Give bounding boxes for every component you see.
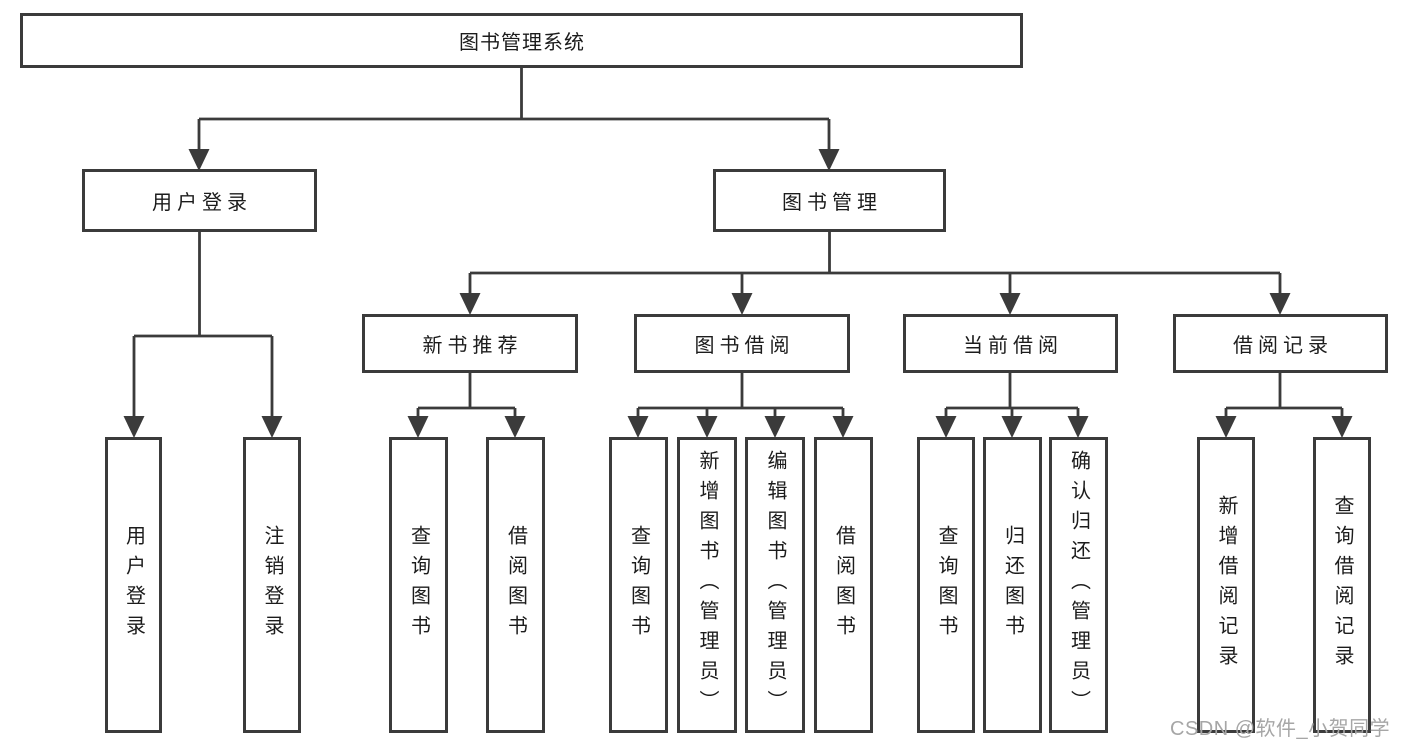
leaf-add-borrow-record: 新增借阅记录 [1197, 437, 1255, 733]
leaf-confirm-return-admin: 确认归还（管理员） [1049, 437, 1108, 733]
node-label: 用户登录 [152, 192, 252, 214]
node-label: 新增图书（管理员） [696, 450, 718, 720]
node-label: 用户登录 [122, 525, 145, 645]
node-label: 借阅记录 [1233, 335, 1333, 357]
node-label: 借阅图书 [832, 525, 855, 645]
leaf-query-books-borrowing: 查询图书 [609, 437, 668, 733]
node-label: 查询图书 [627, 525, 650, 645]
node-book-borrowing: 图书借阅 [634, 314, 850, 373]
leaf-query-books-current: 查询图书 [917, 437, 975, 733]
node-label: 新书推荐 [422, 335, 523, 357]
node-label: 注销登录 [261, 525, 283, 645]
leaf-borrow-books-recommend: 借阅图书 [486, 437, 545, 733]
leaf-add-books-admin: 新增图书（管理员） [677, 437, 737, 733]
node-label: 图书管理 [782, 192, 882, 214]
leaf-borrow-books: 借阅图书 [814, 437, 873, 733]
leaf-edit-books-admin: 编辑图书（管理员） [745, 437, 805, 733]
leaf-logout: 注销登录 [243, 437, 301, 733]
node-current-borrowing: 当前借阅 [903, 314, 1118, 373]
arrowheads [123, 149, 1353, 438]
node-label: 确认归还（管理员） [1067, 450, 1090, 720]
node-borrowing-records: 借阅记录 [1173, 314, 1388, 373]
leaf-query-books-recommend: 查询图书 [389, 437, 448, 733]
node-label: 编辑图书（管理员） [764, 450, 786, 720]
node-user-login: 用户登录 [82, 169, 317, 232]
node-library-management-system: 图书管理系统 [20, 13, 1023, 68]
node-label: 归还图书 [1001, 525, 1024, 645]
node-label: 借阅图书 [504, 525, 527, 645]
leaf-query-borrow-record: 查询借阅记录 [1313, 437, 1371, 733]
leaf-return-books: 归还图书 [983, 437, 1042, 733]
leaf-user-login: 用户登录 [105, 437, 162, 733]
node-label: 图书借阅 [694, 335, 795, 357]
node-label: 查询借阅记录 [1331, 495, 1353, 675]
tree-edges [132, 68, 1344, 418]
csdn-watermark: CSDN @软件_小贺同学 [1170, 718, 1391, 740]
node-label: 图书管理系统 [459, 32, 585, 54]
node-label: 查询图书 [407, 525, 430, 645]
node-new-book-recommendation: 新书推荐 [362, 314, 578, 373]
node-label: 当前借阅 [963, 335, 1063, 357]
node-book-management: 图书管理 [713, 169, 946, 232]
node-label: 查询图书 [935, 525, 957, 645]
node-label: 新增借阅记录 [1215, 495, 1237, 675]
